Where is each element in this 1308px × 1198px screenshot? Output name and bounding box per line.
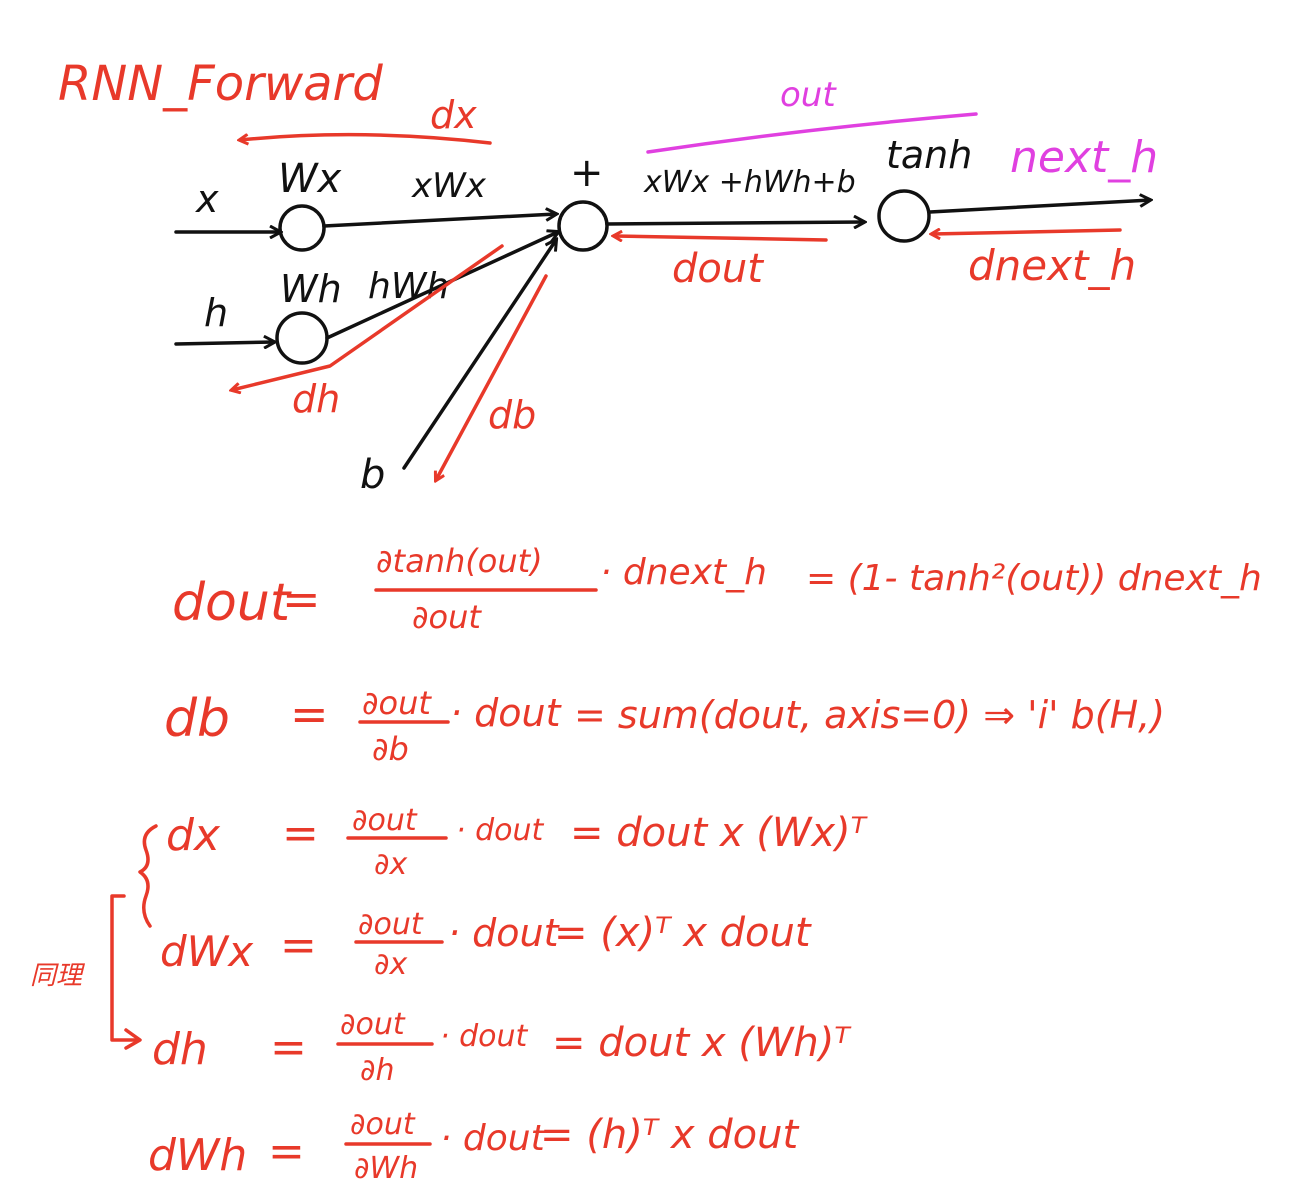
bracket-same-logic [110,894,140,1042]
eq-equals: = [290,687,329,741]
h-to-wh-arrow [174,342,274,344]
b-to-plus-edge [402,240,556,470]
eq-denominator: ∂Wh [354,1151,418,1186]
dh-arrow [232,244,504,390]
plus-to-tanh-edge [605,222,864,224]
equation-dx: dx = ∂out ∂x · dout = dout x (Wx)ᵀ [166,803,869,882]
eq-numerator: ∂out [350,1107,416,1142]
node-plus [557,200,609,252]
tanh-to-next-h-edge [928,200,1150,214]
eq-rhs: = dout x (Wh)ᵀ [552,1020,852,1066]
db-arrow [436,274,548,480]
edge-xwx-label: xWx [411,166,487,206]
eq-dot-term: · dout [440,1118,547,1159]
eq-equals: = [282,572,321,626]
brace-dx-dwx [138,824,158,928]
equation-db: db = ∂out ∂b · dout = sum(dout, axis=0) … [164,684,1165,768]
eq-dot-term: · dout [456,813,544,848]
eq-denominator: ∂x [374,847,408,882]
equation-dout: dout = ∂tanh(out) ∂out · dnext_h = (1- t… [172,542,1262,636]
dout-arrow [614,236,828,240]
node-wh [275,311,329,365]
node-tanh [877,189,931,243]
eq-equals: = [280,920,317,971]
eq-dot-term: · dout [450,691,563,735]
side-note-same-logic: 同理 [30,961,86,991]
eq-lhs: dout [172,573,292,633]
equation-dh: dh = ∂out ∂h · dout = dout x (Wh)ᵀ [152,1007,852,1088]
dnext-h-arrow [932,230,1122,234]
eq-lhs: dWh [148,1130,247,1181]
node-plus-label: + [570,150,604,196]
eq-denominator: ∂h [360,1053,395,1088]
eq-numerator: ∂out [340,1007,406,1042]
eq-denominator: ∂b [372,730,409,768]
db-label: db [488,393,536,437]
eq-equals: = [270,1022,307,1073]
wh-to-plus-edge [325,232,558,340]
wx-to-plus-edge [322,214,556,228]
node-wx-label: Wx [278,156,342,202]
eq-lhs: db [164,689,230,749]
eq-numerator: ∂out [358,907,424,942]
eq-numerator: ∂out [362,684,432,722]
diagram-title: RNN_Forward [58,56,383,112]
eq-lhs: dx [166,810,221,861]
eq-dot-term: · dout [440,1019,528,1054]
node-wx [278,204,326,252]
input-b-label: b [360,452,385,498]
bracket-arrow [124,1028,142,1050]
next-h-label: next_h [1010,132,1158,183]
eq-denominator: ∂out [412,598,482,636]
eq-denominator: ∂x [374,947,408,982]
edge-sum-label: xWx +hWh+b [643,165,856,200]
eq-rhs: = (x)ᵀ x dout [554,910,812,956]
dout-label: dout [672,246,764,292]
eq-equals: = [268,1126,305,1177]
out-bracket [646,112,978,154]
input-h-label: h [204,291,228,335]
dnext-h-label: dnext_h [968,241,1136,290]
input-x-label: x [195,177,219,221]
dx-arrow [240,132,492,143]
eq-rhs: = (1- tanh²(out)) dnext_h [806,558,1262,599]
eq-numerator: ∂out [352,803,418,838]
dx-label: dx [430,93,477,137]
out-label: out [780,75,837,115]
eq-rhs: = dout x (Wx)ᵀ [570,810,869,856]
eq-dot-term: · dnext_h [600,552,767,593]
eq-rhs: = sum(dout, axis=0) ⇒ 'i' b(H,) [574,693,1165,737]
eq-rhs: = (h)ᵀ x dout [540,1112,800,1158]
eq-numerator: ∂tanh(out) [376,542,543,580]
equation-dwx: dWx = ∂out ∂x · dout = (x)ᵀ x dout [160,907,812,982]
eq-equals: = [282,808,319,859]
equation-dwh: dWh = ∂out ∂Wh · dout = (h)ᵀ x dout [148,1107,800,1186]
eq-lhs: dWx [160,927,254,976]
node-wh-label: Wh [280,267,342,311]
node-tanh-label: tanh [886,133,972,177]
dh-label: dh [292,377,340,421]
eq-lhs: dh [152,1024,208,1075]
eq-dot-term: · dout [448,911,561,955]
